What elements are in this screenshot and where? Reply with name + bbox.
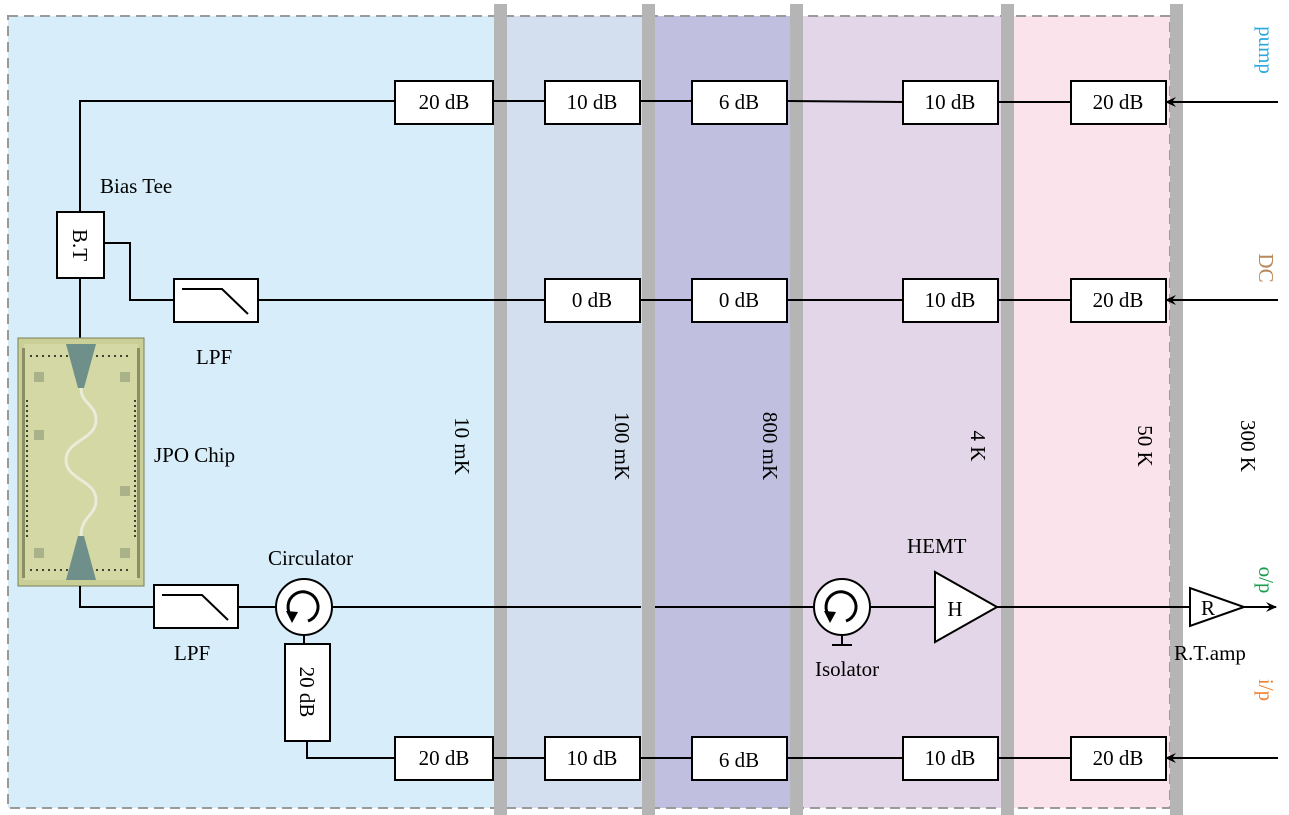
port-label-pump: pump (1254, 26, 1278, 74)
isolator-label: Isolator (815, 657, 879, 681)
svg-text:B.T: B.T (68, 229, 92, 261)
rt-amp-label: R.T.amp (1174, 641, 1246, 665)
bias-tee-box: B.T (56, 211, 105, 279)
input-line (306, 741, 1278, 763)
stage-label-10mk: 10 mK (450, 417, 474, 475)
svg-text:10 dB: 10 dB (567, 746, 618, 770)
output-line (79, 586, 1277, 612)
stage-4k-bg (803, 16, 1001, 808)
dc-lowpass-filter (173, 278, 259, 323)
bias-tee-label: Bias Tee (100, 174, 172, 198)
svg-text:20 dB: 20 dB (295, 667, 319, 718)
dc-lpf-label: LPF (196, 345, 232, 369)
svg-text:6 dB: 6 dB (719, 90, 759, 114)
plate-divider-1 (494, 4, 507, 815)
pump-attenuator-10db-4k: 10 dB (902, 80, 999, 125)
stage-label-300k: 300 K (1236, 420, 1260, 472)
jpo-chip-image (17, 337, 145, 587)
pump-line (79, 97, 1278, 212)
dc-attenuator-20db-50k: 20 dB (1070, 278, 1167, 323)
signal-lowpass-filter (153, 584, 239, 629)
plate-divider-2 (642, 4, 655, 815)
svg-text:20 dB: 20 dB (1093, 746, 1144, 770)
svg-text:0 dB: 0 dB (719, 288, 759, 312)
input-attenuator-10db-4k: 10 dB (902, 736, 999, 781)
rt-amplifier: R (1189, 586, 1248, 628)
circulator-attenuator-20db: 20 dB (284, 643, 331, 742)
input-attenuator-6db-800mk: 6 dB (691, 736, 788, 781)
svg-text:10 dB: 10 dB (567, 90, 618, 114)
stage-label-800mk: 800 mK (758, 412, 782, 480)
plate-divider-3 (790, 4, 803, 815)
svg-text:20 dB: 20 dB (1093, 90, 1144, 114)
port-label-output: o/p (1254, 567, 1278, 594)
pump-attenuator-10db-100mk: 10 dB (544, 80, 641, 125)
stage-800mk-bg (655, 16, 790, 808)
port-label-dc: DC (1254, 253, 1278, 282)
svg-text:20 dB: 20 dB (419, 90, 470, 114)
svg-text:20 dB: 20 dB (1093, 288, 1144, 312)
signal-lpf-label: LPF (174, 641, 210, 665)
circulator-symbol (275, 578, 333, 636)
dc-attenuator-0db-800mk: 0 dB (691, 278, 788, 323)
dc-attenuator-10db-4k: 10 dB (902, 278, 999, 323)
stage-100mk-bg (507, 16, 642, 808)
svg-text:6 dB: 6 dB (719, 748, 759, 772)
pump-attenuator-6db-800mk: 6 dB (691, 80, 788, 125)
stage-label-100mk: 100 mK (610, 412, 634, 480)
input-attenuator-20db-50k: 20 dB (1070, 736, 1167, 781)
input-attenuator-10db-100mk: 10 dB (544, 736, 641, 781)
plate-divider-4 (1001, 4, 1014, 815)
hemt-amplifier: H (934, 570, 1000, 644)
svg-text:H: H (947, 597, 962, 621)
svg-text:10 dB: 10 dB (925, 90, 976, 114)
circulator-label: Circulator (268, 546, 353, 570)
plate-divider-5 (1170, 4, 1183, 815)
input-attenuator-20db-10mk: 20 dB (394, 736, 494, 781)
dc-line (104, 242, 1278, 305)
pump-attenuator-20db-10mk: 20 dB (394, 80, 494, 125)
hemt-label: HEMT (907, 534, 967, 558)
svg-text:R: R (1201, 596, 1215, 620)
svg-text:20 dB: 20 dB (419, 746, 470, 770)
port-label-input: i/p (1254, 679, 1278, 701)
svg-text:0 dB: 0 dB (572, 288, 612, 312)
svg-text:10 dB: 10 dB (925, 746, 976, 770)
pump-attenuator-20db-50k: 20 dB (1070, 80, 1167, 125)
isolator-symbol (813, 578, 871, 646)
svg-text:10 dB: 10 dB (925, 288, 976, 312)
jpo-chip-label: JPO Chip (154, 443, 235, 467)
stage-label-50k: 50 K (1133, 425, 1157, 466)
dc-attenuator-0db-100mk: 0 dB (544, 278, 641, 323)
stage-label-4k: 4 K (966, 431, 990, 462)
stage-50k-bg (1014, 16, 1170, 808)
